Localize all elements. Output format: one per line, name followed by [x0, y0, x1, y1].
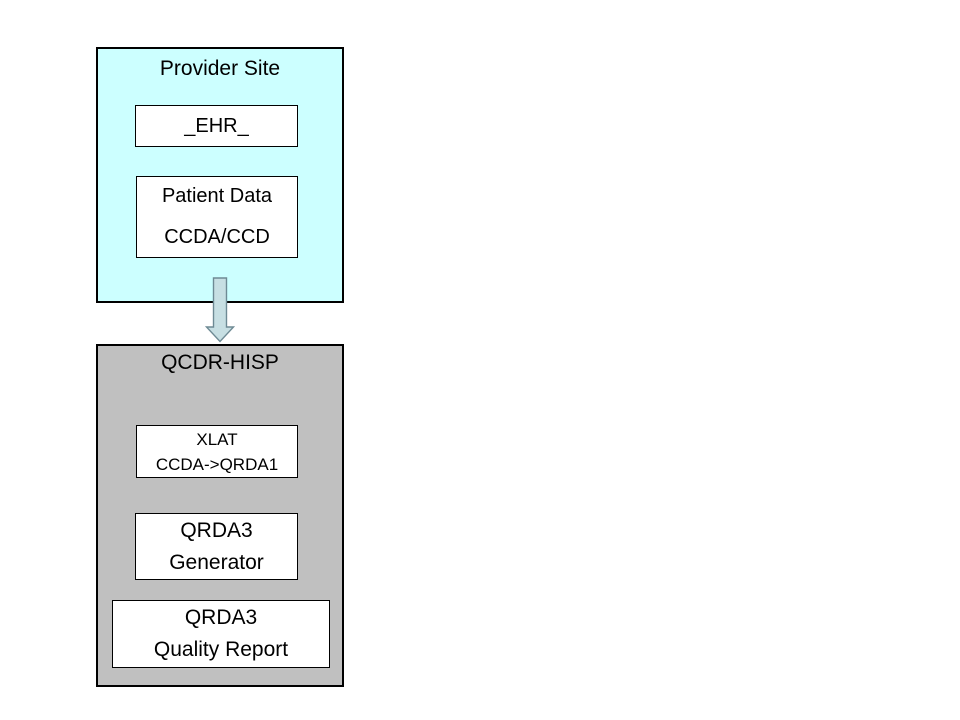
qcdr-hisp-container: QCDR-HISP XLAT CCDA->QRDA1 QRDA3 Generat…: [96, 344, 344, 687]
qrda3-generator-label-line1: QRDA3: [180, 518, 253, 542]
qrda3-quality-report-node: QRDA3 Quality Report: [112, 600, 330, 668]
qcdr-hisp-title: QCDR-HISP: [161, 351, 279, 374]
ehr-node: _EHR_: [135, 105, 298, 147]
patient-data-label-line2: CCDA/CCD: [164, 226, 270, 248]
xlat-label-line1: XLAT: [196, 429, 238, 449]
patient-data-label-line1: Patient Data: [161, 185, 273, 207]
xlat-node: XLAT CCDA->QRDA1: [136, 425, 298, 478]
down-arrow-icon: [204, 277, 236, 343]
qrda3-quality-report-label-line1: QRDA3: [184, 606, 258, 629]
patient-data-node: Patient Data CCDA/CCD: [136, 176, 298, 258]
provider-site-container: Provider Site _EHR_ Patient Data CCDA/CC…: [96, 47, 344, 303]
qrda3-quality-report-label-line2: Quality Report: [153, 638, 289, 661]
ehr-label: _EHR_: [184, 114, 249, 137]
provider-site-title: Provider Site: [159, 57, 281, 80]
down-arrow-shape: [204, 277, 236, 343]
qrda3-generator-label-line2: Generator: [169, 550, 264, 574]
qrda3-generator-node: QRDA3 Generator: [135, 513, 298, 580]
xlat-label-line2: CCDA->QRDA1: [155, 454, 279, 474]
